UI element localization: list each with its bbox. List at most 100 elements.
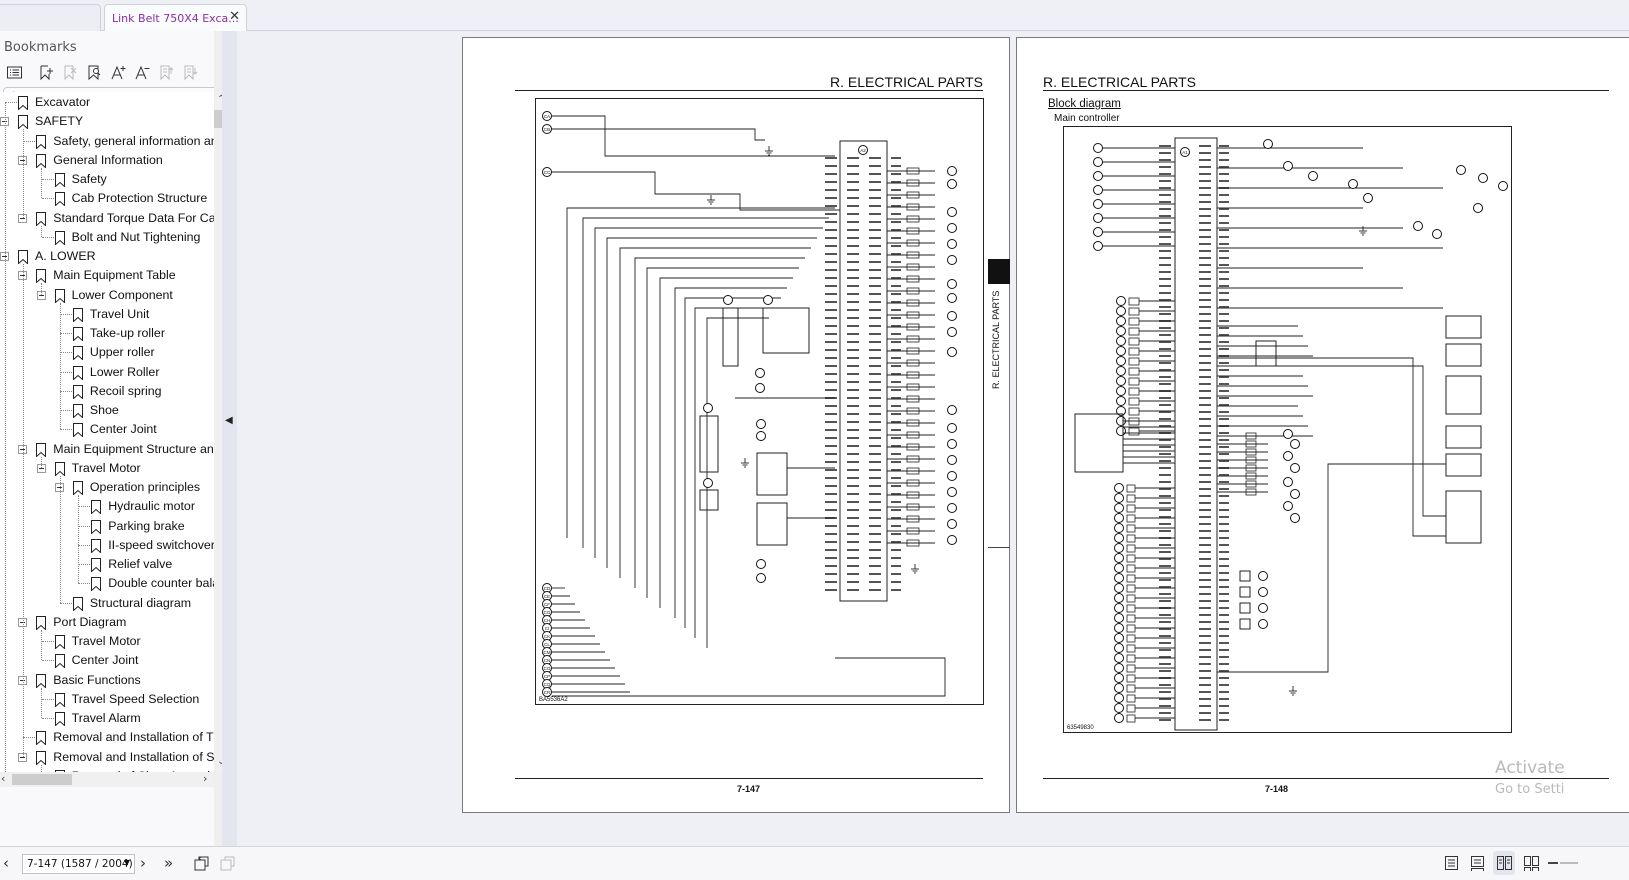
move-up-icon[interactable] [154, 61, 178, 83]
close-tab-icon[interactable]: ✕ [229, 9, 240, 24]
bookmark-item[interactable]: Main Equipment Structure and [0, 440, 214, 459]
bookmark-item[interactable]: Bolt and Nut Tightening [0, 228, 214, 247]
bookmark-item[interactable]: Lower Roller [0, 363, 214, 382]
collapse-toggle-icon[interactable] [36, 463, 46, 473]
bookmark-item[interactable]: II-speed switchover [0, 536, 214, 555]
bookmark-item[interactable]: Structural diagram [0, 594, 214, 613]
zoom-slider[interactable] [1548, 852, 1578, 874]
bookmark-item[interactable]: General Information [0, 151, 214, 170]
pin-label [1159, 194, 1171, 196]
previous-page-button[interactable]: ‹ [3, 854, 9, 872]
two-page-continuous-view-button[interactable] [1520, 851, 1542, 875]
scrollbar-thumb[interactable] [12, 774, 72, 785]
bookmark-item[interactable]: Excavator [0, 93, 214, 112]
bookmark-item[interactable]: Center Joint [0, 420, 214, 439]
collapse-toggle-icon[interactable] [18, 617, 28, 627]
bookmark-item[interactable]: Double counter bala [0, 574, 214, 593]
bookmark-item[interactable]: Standard Torque Data For Cap S [0, 209, 214, 228]
bookmark-label: Removal and Installation of Trav [53, 730, 214, 745]
bookmark-item[interactable]: Safety, general information and [0, 132, 214, 151]
collapse-toggle-icon[interactable] [54, 483, 64, 492]
bookmark-label: Hydraulic motor [108, 499, 195, 514]
bookmark-item[interactable]: Travel Speed Selection [0, 690, 214, 709]
decrease-font-icon[interactable] [130, 61, 154, 83]
bookmark-icon [91, 558, 102, 573]
collapse-toggle-icon[interactable] [18, 213, 28, 223]
collapse-toggle-icon[interactable] [36, 290, 46, 300]
delete-bookmark-icon[interactable] [58, 61, 82, 83]
pin-label [869, 349, 881, 351]
pin-label [847, 317, 859, 319]
bookmark-item[interactable]: Basic Functions [0, 671, 214, 690]
bookmark-item[interactable]: Removal and Installation of Trav [0, 728, 214, 747]
bookmark-item[interactable]: Removal and Installation of Sho [0, 748, 214, 767]
bookmark-item[interactable]: A. LOWER [0, 247, 214, 266]
module-box [722, 307, 739, 367]
bookmark-item[interactable]: Recoil spring [0, 382, 214, 401]
connector-circle [542, 124, 552, 134]
add-bookmark-icon[interactable] [34, 61, 58, 83]
next-page-button[interactable]: › [140, 854, 146, 872]
bookmark-label: Recoil spring [89, 383, 162, 398]
collapse-toggle-icon[interactable] [0, 117, 9, 127]
bookmark-item[interactable]: Center Joint [0, 651, 214, 670]
pin-label [891, 429, 901, 431]
single-page-view-button[interactable] [1440, 851, 1462, 875]
scroll-left-icon[interactable]: ‹ [1, 772, 6, 785]
pin-label [847, 437, 859, 439]
bookmark-icon [36, 442, 47, 458]
bookmark-item[interactable]: Safety [0, 170, 214, 189]
bookmark-item[interactable]: Upper roller [0, 343, 214, 362]
collapse-toggle-icon[interactable] [18, 675, 28, 685]
pin-label [847, 189, 859, 191]
bookmark-item[interactable]: Travel Alarm [0, 709, 214, 728]
collapse-toggle-icon[interactable] [18, 444, 28, 454]
bookmark-item[interactable]: Travel Motor [0, 632, 214, 651]
panel-splitter[interactable]: ◀ [222, 31, 237, 846]
bookmark-item[interactable]: Lower Component [0, 286, 214, 305]
collapse-panel-icon[interactable]: ◀ [225, 415, 233, 426]
two-page-view-button[interactable] [1493, 851, 1515, 875]
bookmark-icon [36, 269, 47, 284]
scroll-up-icon[interactable]: ⌃ [217, 94, 225, 105]
tab-previous[interactable] [0, 4, 101, 31]
tab-document[interactable]: Link Belt 750X4 Exca... ✕ [104, 4, 247, 32]
pin-label [869, 581, 881, 583]
collapse-toggle-icon[interactable] [18, 271, 28, 281]
continuous-view-button[interactable] [1466, 851, 1488, 875]
connector-circle [1116, 406, 1126, 416]
previous-view-button[interactable] [192, 852, 210, 874]
bookmark-item[interactable]: Port Diagram [0, 613, 214, 632]
collapse-toggle-icon[interactable] [18, 752, 28, 762]
bookmark-item[interactable]: Hydraulic motor [0, 497, 214, 516]
bookmark-item[interactable]: Travel Motor [0, 459, 214, 478]
tree-horizontal-scrollbar[interactable]: ‹ › [0, 772, 214, 787]
bookmark-item[interactable]: Take-up roller [0, 324, 214, 343]
bookmark-icon [54, 173, 65, 188]
increase-font-icon[interactable] [106, 61, 130, 83]
last-page-button[interactable]: » [164, 854, 174, 872]
scroll-right-icon[interactable]: › [203, 772, 208, 785]
move-down-icon[interactable] [178, 61, 202, 83]
bookmark-item[interactable]: Main Equipment Table [0, 266, 214, 285]
next-view-button[interactable] [218, 852, 236, 874]
bookmark-item[interactable]: Travel Unit [0, 305, 214, 324]
bookmark-item[interactable]: Parking brake [0, 517, 214, 536]
pin-label [891, 405, 901, 407]
find-bookmark-icon[interactable] [82, 61, 106, 83]
bookmark-item[interactable]: SAFETY [0, 112, 214, 131]
bookmark-list-icon[interactable] [2, 61, 26, 83]
bookmark-item[interactable]: Cab Protection Structure [0, 189, 214, 208]
pin-label [869, 493, 881, 495]
page-selector[interactable]: 7-147 (1587 / 2004) ▼ [22, 854, 135, 874]
zoom-slider-track[interactable] [1548, 860, 1578, 866]
bookmark-item[interactable]: Operation principles [0, 478, 214, 497]
collapse-toggle-icon[interactable] [18, 155, 28, 165]
scroll-down-icon[interactable]: ⌄ [217, 756, 225, 767]
collapse-toggle-icon[interactable] [0, 252, 9, 261]
bookmark-item[interactable]: Shoe [0, 401, 214, 420]
connector-circle [1456, 165, 1466, 175]
connector-circle [947, 327, 957, 337]
pin-label [891, 261, 901, 263]
bookmark-item[interactable]: Relief valve [0, 555, 214, 574]
